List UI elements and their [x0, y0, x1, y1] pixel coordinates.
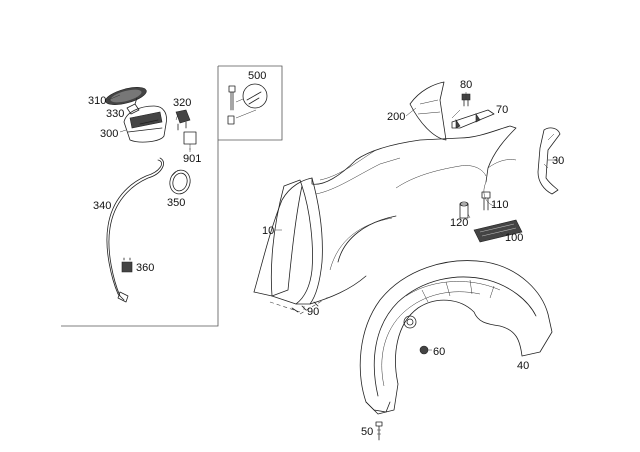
part-200-bracket	[409, 81, 447, 141]
part-300-filler-housing	[119, 105, 167, 143]
leader-lines	[175, 92, 560, 351]
label-110: 110	[491, 199, 509, 211]
label-120: 120	[450, 217, 468, 229]
part-310-fuel-flap	[105, 87, 147, 105]
label-360: 360	[136, 262, 154, 274]
label-300: 300	[100, 128, 118, 140]
part-320-actuator	[175, 109, 191, 131]
callout-labels: 310 330 300 320 901 340 350 360 500 80 7…	[88, 70, 564, 438]
label-40: 40	[517, 360, 529, 372]
part-50-screw	[375, 421, 383, 441]
part-10-rear-fender	[253, 125, 517, 305]
label-310: 310	[88, 95, 106, 107]
label-80: 80	[460, 79, 472, 91]
label-340: 340	[93, 200, 111, 212]
label-350: 350	[167, 197, 185, 209]
part-60-nut	[419, 345, 429, 355]
part-70-bracket	[451, 109, 495, 129]
part-360-clip	[121, 257, 133, 273]
label-100: 100	[505, 232, 523, 244]
part-340-drain-hose	[106, 157, 164, 303]
label-320: 320	[173, 97, 191, 109]
label-10: 10	[262, 225, 274, 237]
fuel-door-group-frame	[61, 65, 283, 327]
label-500: 500	[248, 70, 266, 82]
part-350-seal-ring	[169, 169, 191, 195]
label-200: 200	[387, 111, 405, 123]
label-90: 90	[307, 306, 319, 318]
label-60: 60	[433, 346, 445, 358]
label-901: 901	[183, 153, 201, 165]
label-50: 50	[361, 426, 373, 438]
part-30-bracket	[537, 127, 561, 195]
part-330-hinge	[126, 97, 140, 115]
label-30: 30	[552, 155, 564, 167]
part-500-hardware	[227, 83, 268, 125]
label-330: 330	[106, 108, 124, 120]
part-100-vent-grille	[473, 219, 523, 243]
part-40-wheel-arch-liner	[359, 260, 553, 415]
part-120-plug	[459, 201, 469, 219]
part-901-clip	[183, 131, 197, 150]
label-70: 70	[496, 104, 508, 116]
part-110-bolt	[481, 191, 491, 211]
